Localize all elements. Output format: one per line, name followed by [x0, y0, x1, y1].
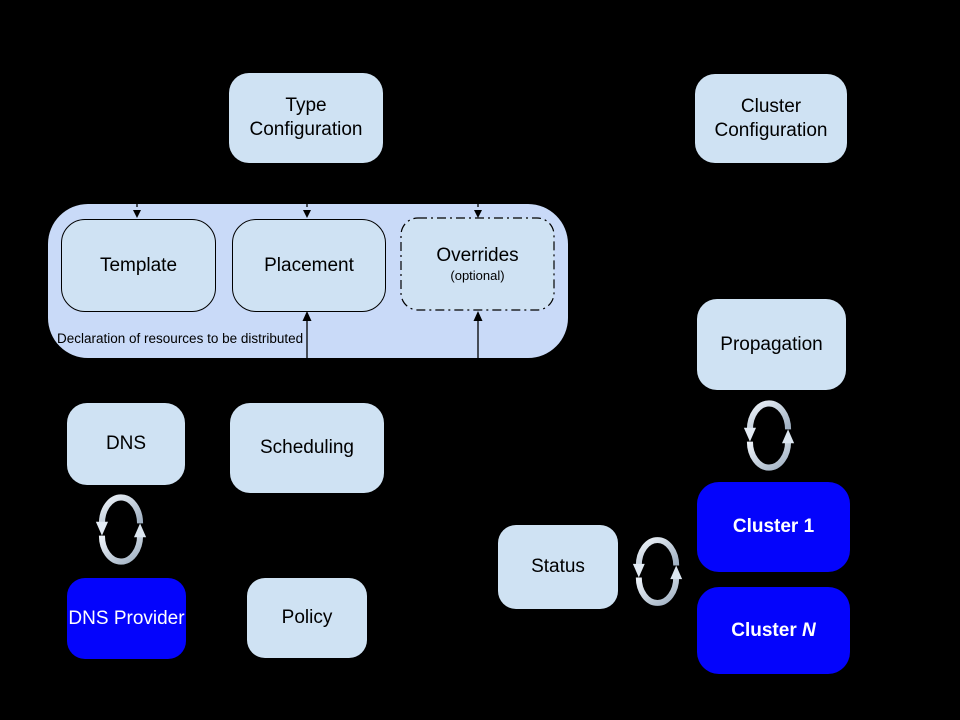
sync-icon [743, 399, 795, 472]
node-scheduling: Scheduling [230, 403, 384, 493]
node-label: Type Configuration [249, 95, 363, 140]
node-template: Template [61, 219, 216, 312]
node-label: Status [531, 556, 585, 578]
node-label: Scheduling [259, 437, 355, 459]
node-cluster-n: Cluster N [697, 587, 850, 674]
node-label: Placement [264, 254, 354, 276]
node-label-block: Overrides (optional) [436, 244, 518, 285]
sync-icon [632, 536, 683, 607]
sync-icon [95, 494, 147, 565]
node-label-block: Cluster N [731, 619, 815, 643]
node-label-prefix: Cluster [731, 619, 802, 641]
node-propagation: Propagation [697, 299, 846, 390]
node-label: Propagation [720, 333, 823, 355]
node-label: DNS [105, 433, 147, 455]
node-label: DNS Provider [68, 607, 185, 629]
node-cluster-configuration: Cluster Configuration [695, 74, 847, 163]
node-sublabel: (optional) [450, 268, 505, 284]
node-label-n: N [802, 619, 816, 641]
node-type-configuration: Type Configuration [229, 73, 383, 163]
node-overrides: Overrides (optional) [400, 217, 555, 311]
node-status: Status [498, 525, 618, 609]
node-label: Cluster Configuration [714, 95, 828, 141]
node-policy: Policy [247, 578, 367, 658]
node-label: Cluster 1 [732, 516, 815, 538]
node-placement: Placement [232, 219, 386, 312]
node-cluster-1: Cluster 1 [697, 482, 850, 572]
node-dns: DNS [67, 403, 185, 485]
node-label: Template [99, 254, 178, 276]
node-label: Overrides [436, 244, 519, 266]
node-dns-provider: DNS Provider [67, 578, 186, 659]
dash-dot-border [400, 217, 555, 311]
node-label: Policy [281, 607, 333, 629]
group-caption: Declaration of resources to be distribut… [57, 331, 304, 346]
